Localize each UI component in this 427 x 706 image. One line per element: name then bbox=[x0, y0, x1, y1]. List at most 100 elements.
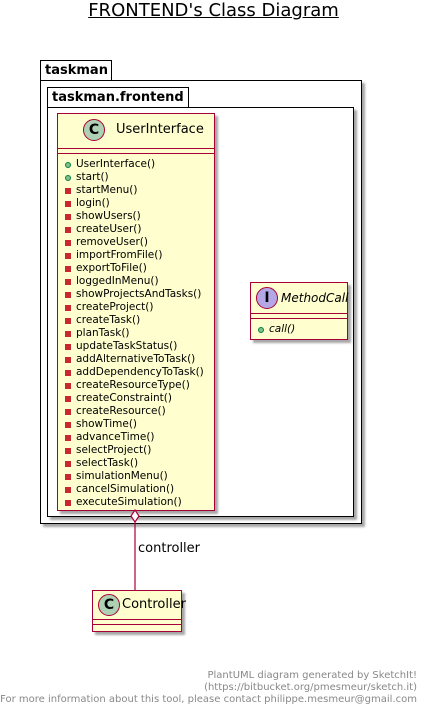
diagram-title: FRONTEND's Class Diagram bbox=[88, 0, 339, 21]
aggregation-diamond-icon bbox=[130, 508, 140, 524]
method-name: start() bbox=[76, 171, 109, 183]
method-name: advanceTime() bbox=[76, 431, 155, 443]
visibility-icon bbox=[65, 473, 71, 480]
method-name: showProjectsAndTasks() bbox=[76, 288, 202, 300]
method-name: createUser() bbox=[76, 223, 142, 235]
visibility-icon bbox=[65, 200, 71, 207]
method-name: exportToFile() bbox=[76, 262, 147, 274]
method-row: showTime() bbox=[58, 418, 214, 431]
method-name: selectTask() bbox=[76, 457, 139, 469]
visibility-icon bbox=[65, 499, 71, 506]
method-row: cancelSimulation() bbox=[58, 483, 214, 496]
visibility-icon bbox=[65, 239, 71, 246]
controller-header: C Controller bbox=[93, 591, 186, 620]
class-name: UserInterface bbox=[116, 122, 204, 137]
method-row: createConstraint() bbox=[58, 392, 214, 405]
method-name: addAlternativeToTask() bbox=[76, 353, 196, 365]
method-row: addAlternativeToTask() bbox=[58, 353, 214, 366]
relation-label: controller bbox=[138, 541, 201, 556]
method-row: login() bbox=[58, 197, 214, 210]
method-row: planTask() bbox=[58, 327, 214, 340]
visibility-icon bbox=[65, 161, 71, 168]
visibility-icon bbox=[65, 226, 71, 233]
class-stereotype-icon: C bbox=[83, 119, 105, 141]
method-name: updateTaskStatus() bbox=[76, 340, 178, 352]
visibility-icon bbox=[65, 187, 71, 194]
interface-attributes-compartment bbox=[251, 314, 347, 319]
visibility-icon bbox=[65, 382, 71, 389]
method-name: createResource() bbox=[76, 405, 166, 417]
aggregation-relation bbox=[130, 508, 140, 592]
package-label-taskman-frontend: taskman.frontend bbox=[52, 90, 184, 105]
method-name: createProject() bbox=[76, 301, 154, 313]
interface-stereotype-icon: I bbox=[256, 287, 278, 309]
interface-name: MethodCall bbox=[281, 291, 349, 305]
methods-compartment: UserInterface()start()startMenu()login()… bbox=[58, 154, 214, 509]
method-row: call() bbox=[251, 323, 347, 336]
class-userinterface[interactable]: C UserInterface UserInterface()start()st… bbox=[57, 113, 215, 511]
method-row: executeSimulation() bbox=[58, 496, 214, 509]
method-row: createResourceType() bbox=[58, 379, 214, 392]
method-row: addDependencyToTask() bbox=[58, 366, 214, 379]
method-name: removeUser() bbox=[76, 236, 148, 248]
method-row: removeUser() bbox=[58, 236, 214, 249]
method-row: UserInterface() bbox=[58, 158, 214, 171]
visibility-icon bbox=[65, 265, 71, 272]
method-row: exportToFile() bbox=[58, 262, 214, 275]
method-row: importFromFile() bbox=[58, 249, 214, 262]
method-name: createResourceType() bbox=[76, 379, 190, 391]
visibility-icon bbox=[65, 447, 71, 454]
visibility-icon bbox=[65, 395, 71, 402]
method-row: advanceTime() bbox=[58, 431, 214, 444]
package-tab-taskman: taskman bbox=[40, 60, 112, 81]
method-name: importFromFile() bbox=[76, 249, 163, 261]
method-name: planTask() bbox=[76, 327, 130, 339]
visibility-icon bbox=[65, 278, 71, 285]
class-header: C UserInterface bbox=[58, 114, 214, 149]
method-row: selectProject() bbox=[58, 444, 214, 457]
method-row: start() bbox=[58, 171, 214, 184]
method-name: executeSimulation() bbox=[76, 496, 182, 508]
class-controller[interactable]: C Controller bbox=[92, 590, 186, 632]
method-name: createConstraint() bbox=[76, 392, 172, 404]
visibility-icon bbox=[65, 330, 71, 337]
visibility-icon bbox=[65, 343, 71, 350]
method-name: createTask() bbox=[76, 314, 141, 326]
visibility-icon bbox=[65, 369, 71, 376]
visibility-icon bbox=[65, 304, 71, 311]
visibility-icon bbox=[65, 317, 71, 324]
visibility-icon bbox=[65, 213, 71, 220]
method-name: login() bbox=[76, 197, 110, 209]
interface-methodcall[interactable]: I MethodCall call() bbox=[250, 282, 348, 340]
visibility-icon bbox=[65, 252, 71, 259]
footer: PlantUML diagram generated by SketchIt! … bbox=[0, 670, 417, 706]
visibility-icon bbox=[65, 434, 71, 441]
attributes-compartment bbox=[58, 149, 214, 154]
method-name: addDependencyToTask() bbox=[76, 366, 204, 378]
controller-stereotype-icon: C bbox=[98, 594, 120, 616]
visibility-icon bbox=[258, 326, 264, 333]
method-name: showTime() bbox=[76, 418, 138, 430]
visibility-icon bbox=[65, 486, 71, 493]
method-row: createTask() bbox=[58, 314, 214, 327]
method-row: loggedInMenu() bbox=[58, 275, 214, 288]
visibility-icon bbox=[65, 291, 71, 298]
interface-methods-compartment: call() bbox=[251, 319, 347, 336]
method-name: startMenu() bbox=[76, 184, 138, 196]
footer-line-1: PlantUML diagram generated by SketchIt! … bbox=[204, 670, 417, 693]
method-name: loggedInMenu() bbox=[76, 275, 159, 287]
visibility-icon bbox=[65, 356, 71, 363]
method-name: UserInterface() bbox=[76, 158, 156, 170]
method-row: selectTask() bbox=[58, 457, 214, 470]
controller-attributes-compartment bbox=[93, 620, 181, 625]
controller-name: Controller bbox=[122, 597, 186, 612]
method-name: selectProject() bbox=[76, 444, 152, 456]
visibility-icon bbox=[65, 421, 71, 428]
method-row: createResource() bbox=[58, 405, 214, 418]
footer-line-2: For more information about this tool, pl… bbox=[0, 694, 417, 705]
method-row: createUser() bbox=[58, 223, 214, 236]
visibility-icon bbox=[65, 460, 71, 467]
method-row: simulationMenu() bbox=[58, 470, 214, 483]
method-row: showProjectsAndTasks() bbox=[58, 288, 214, 301]
package-tab-taskman-frontend: taskman.frontend bbox=[47, 87, 189, 108]
